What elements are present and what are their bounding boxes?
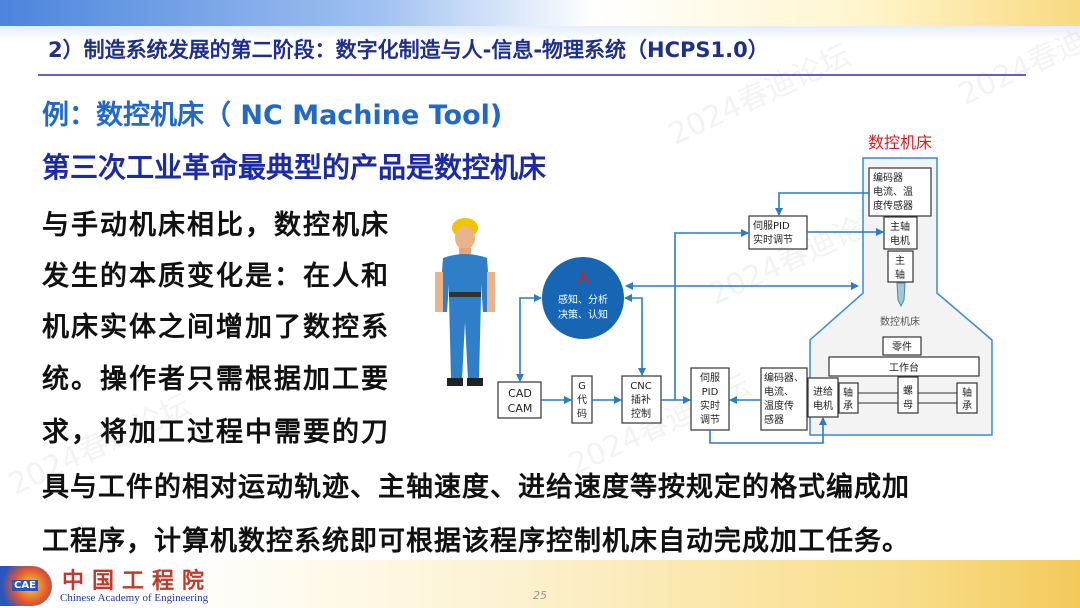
logo-text: CAE xyxy=(12,580,38,591)
circle-text: 决策、认知 xyxy=(558,308,608,321)
body-line: 机床实体之间增加了数控系 xyxy=(42,312,390,343)
page-number: 25 xyxy=(533,589,547,602)
diagram-text: G xyxy=(578,381,586,392)
arrow xyxy=(709,417,827,444)
bearing-left-box xyxy=(838,382,859,414)
diagram-text: 伺服PID xyxy=(753,219,790,232)
diagram-text: 度传感器 xyxy=(873,199,913,212)
diagram-text: 编码器 xyxy=(873,171,903,184)
diagram-text: 承 xyxy=(962,400,972,412)
diagram-text: 进给 xyxy=(813,385,833,398)
slide-title: 2）制造系统发展的第二阶段：数字化制造与人-信息-物理系统（HCPS1.0） xyxy=(48,38,769,62)
servo-pid-bottom-box xyxy=(690,367,730,431)
worktable-box xyxy=(828,356,980,377)
diagram-text: 数控机床 xyxy=(880,315,920,328)
diagram-text: 螺 xyxy=(903,385,913,397)
diagram-text: 代 xyxy=(577,394,587,406)
diagram-text: 零件 xyxy=(892,341,912,353)
org-name-en: Chinese Academy of Engineering xyxy=(60,592,209,604)
body-line: 求，将加工过程中需要的刀 xyxy=(42,417,390,448)
diagram-text: CAM xyxy=(508,402,533,415)
machine-label: 数控机床 xyxy=(868,133,932,152)
diagram-text: 控制 xyxy=(631,407,651,420)
diagram-text: 主 xyxy=(895,255,905,267)
diagram-text: CAD xyxy=(508,387,532,400)
body-line: 统。操作者只需根据加工要 xyxy=(42,364,390,395)
arrow xyxy=(775,192,869,216)
footer-band xyxy=(0,560,1080,608)
top-banner-fade xyxy=(0,26,1080,40)
subheading: 第三次工业革命最典型的产品是数控机床 xyxy=(42,151,547,184)
feed-motor-box xyxy=(807,377,839,418)
org-name-cn: 中国工程院 xyxy=(62,568,213,594)
diagram-text: 实时 xyxy=(700,399,720,412)
diagram-text: 轴 xyxy=(843,386,853,399)
arrow xyxy=(516,294,542,382)
diagram-text: 编码器、 xyxy=(764,371,804,384)
encoder-top-box xyxy=(868,167,932,217)
spindle-box xyxy=(887,250,914,283)
diagram-text: PID xyxy=(702,387,719,398)
body-line: 具与工件的相对运动轨迹、主轴速度、进给速度等按规定的格式编成加 xyxy=(42,472,910,503)
diagram-text: CNC xyxy=(630,381,651,392)
spindle-motor-box xyxy=(883,216,918,250)
diagram-text: 轴 xyxy=(895,268,905,281)
human-symbol: 人 xyxy=(576,269,591,286)
title-divider xyxy=(38,74,1026,76)
human-cognition-circle xyxy=(542,257,624,339)
diagram-text: 电机 xyxy=(813,399,833,412)
diagram-text: 码 xyxy=(577,408,587,420)
worker-illustration xyxy=(435,218,495,386)
encoder-bottom-box xyxy=(760,367,808,431)
arrow xyxy=(624,294,646,376)
diagram-text: 调节 xyxy=(700,414,720,426)
bearing-right-box xyxy=(956,382,978,414)
diagram-text: 工作台 xyxy=(889,361,919,374)
diagram-text: 轴 xyxy=(962,386,972,399)
diagram-text: 伺服 xyxy=(700,371,720,384)
diagram-text: 电流、温 xyxy=(873,185,913,198)
diagram-text: 温度传 xyxy=(764,399,794,412)
diagram-text: 电流、 xyxy=(764,385,794,398)
nut-box xyxy=(897,376,919,414)
cae-logo: CAE xyxy=(0,566,52,606)
diagram-text: 插补 xyxy=(631,393,651,406)
diagram-text: 母 xyxy=(903,399,913,411)
diagram-text: 实时调节 xyxy=(753,233,793,246)
cnc-box xyxy=(621,375,662,424)
top-banner xyxy=(0,0,1080,26)
example-heading: 例：数控机床（ NC Machine Tool) xyxy=(42,100,503,131)
part-box xyxy=(882,336,922,356)
arrow xyxy=(674,229,749,400)
diagram-text: 承 xyxy=(843,400,853,412)
servo-pid-top-box xyxy=(748,215,808,250)
diagram-text: 感器 xyxy=(764,413,784,426)
diagram-text: 电机 xyxy=(890,234,910,247)
body-line: 发生的本质变化是：在人和 xyxy=(42,261,390,292)
circle-text: 感知、分析 xyxy=(558,293,608,306)
diagram-text: 主轴 xyxy=(890,220,910,233)
body-line: 工程序，计算机数控系统即可根据该程序控制机床自动完成加工任务。 xyxy=(42,526,910,557)
body-line: 与手动机床相比，数控机床 xyxy=(42,210,390,241)
drill-bit-icon xyxy=(896,282,906,308)
